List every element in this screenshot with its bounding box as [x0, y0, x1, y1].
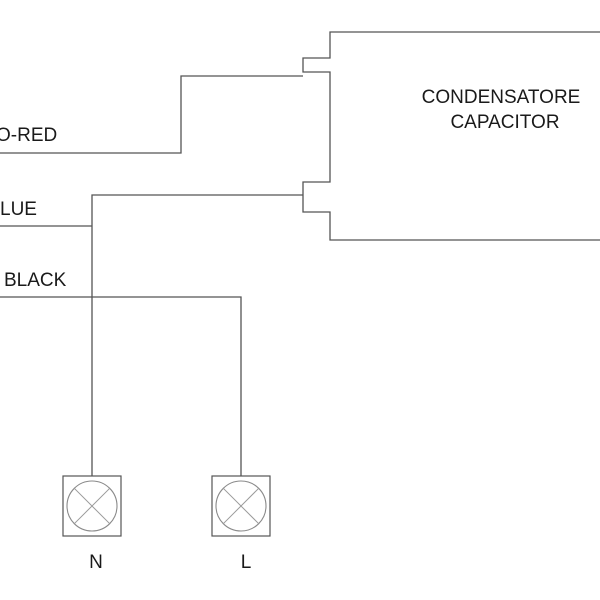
black-wire-label: BLACK [4, 270, 67, 291]
live-label: L [241, 552, 252, 573]
blue-to-capacitor-wire [91, 194, 303, 226]
blue-wire-label: LUE [0, 199, 37, 220]
neutral-lamp [62, 475, 122, 537]
neutral-lamp-cross-b [73, 487, 111, 525]
capacitor-label-en: CAPACITOR [450, 112, 559, 133]
neutral-label: N [89, 552, 103, 573]
black-wire [0, 296, 242, 476]
live-lamp [211, 475, 271, 537]
red-wire [0, 75, 303, 154]
live-lamp-cross-b [222, 487, 260, 525]
capacitor-body [302, 31, 600, 241]
red-wire-label: O-RED [0, 125, 57, 146]
capacitor-label-it: CONDENSATORE [422, 87, 581, 108]
